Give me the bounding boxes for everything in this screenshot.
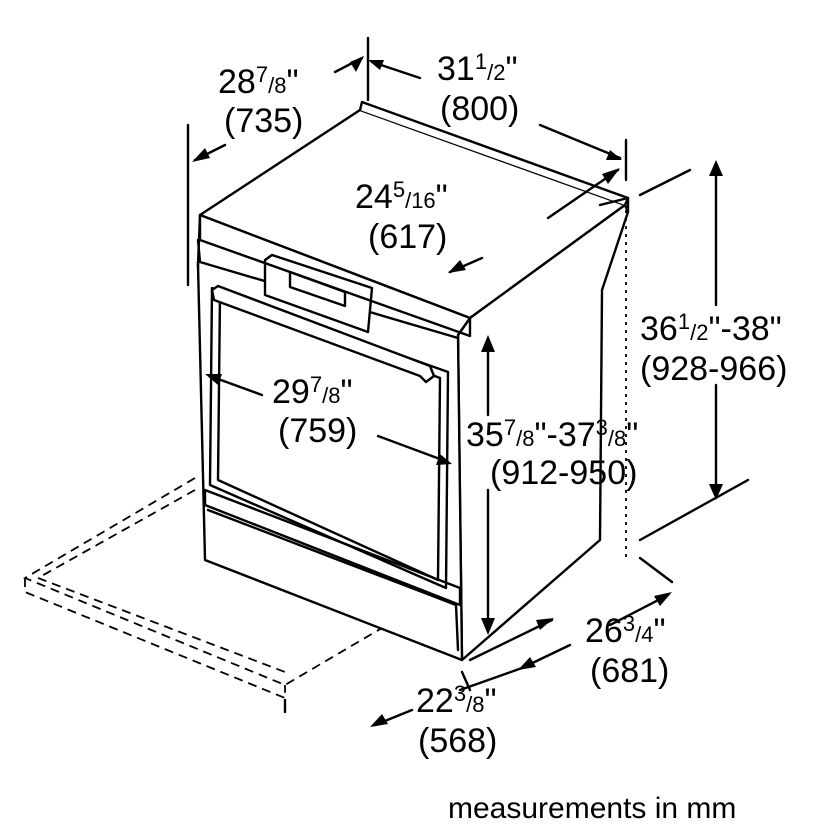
svg-text:(800): (800): [440, 90, 519, 128]
label-cutout-width: 223/8" (568): [416, 681, 497, 760]
svg-text:245/16": 245/16": [355, 177, 448, 216]
svg-text:361/2"-38": 361/2"-38": [640, 309, 782, 348]
svg-text:(735): (735): [224, 102, 303, 140]
warming-drawer: [203, 488, 462, 607]
label-height-body: 357/8"-373/8" (912-950): [466, 415, 638, 492]
svg-text:(912-950): (912-950): [490, 454, 637, 492]
range-appliance: [196, 100, 630, 662]
svg-text:(617): (617): [368, 218, 447, 256]
svg-text:(759): (759): [278, 412, 357, 450]
svg-text:(568): (568): [418, 722, 497, 760]
svg-text:223/8": 223/8": [416, 681, 497, 720]
label-depth-overall: 287/8" (735): [218, 62, 303, 140]
svg-text:297/8": 297/8": [272, 372, 353, 411]
label-cooktop-depth: 245/16" (617): [355, 177, 448, 256]
oven-door-handle: [210, 284, 436, 384]
svg-text:(681): (681): [590, 652, 669, 690]
label-oven-width: 297/8" (759): [272, 372, 357, 450]
dimension-lines: [186, 36, 750, 727]
label-cutout-depth: 263/4" (681): [585, 611, 669, 690]
control-display: [263, 253, 374, 334]
backguard: [358, 100, 630, 207]
floor-cutout-outline: [22, 477, 456, 700]
svg-text:287/8": 287/8": [218, 62, 299, 101]
caption-units: measurements in mm: [448, 792, 736, 825]
label-height-overall: 361/2"-38" (928-966): [640, 309, 787, 388]
svg-text:263/4": 263/4": [585, 611, 666, 650]
svg-text:357/8"-373/8": 357/8"-373/8": [466, 415, 638, 454]
label-width-overall: 311/2" (800): [437, 49, 519, 128]
svg-text:(928-966): (928-966): [640, 350, 787, 388]
svg-text:311/2": 311/2": [437, 49, 518, 88]
